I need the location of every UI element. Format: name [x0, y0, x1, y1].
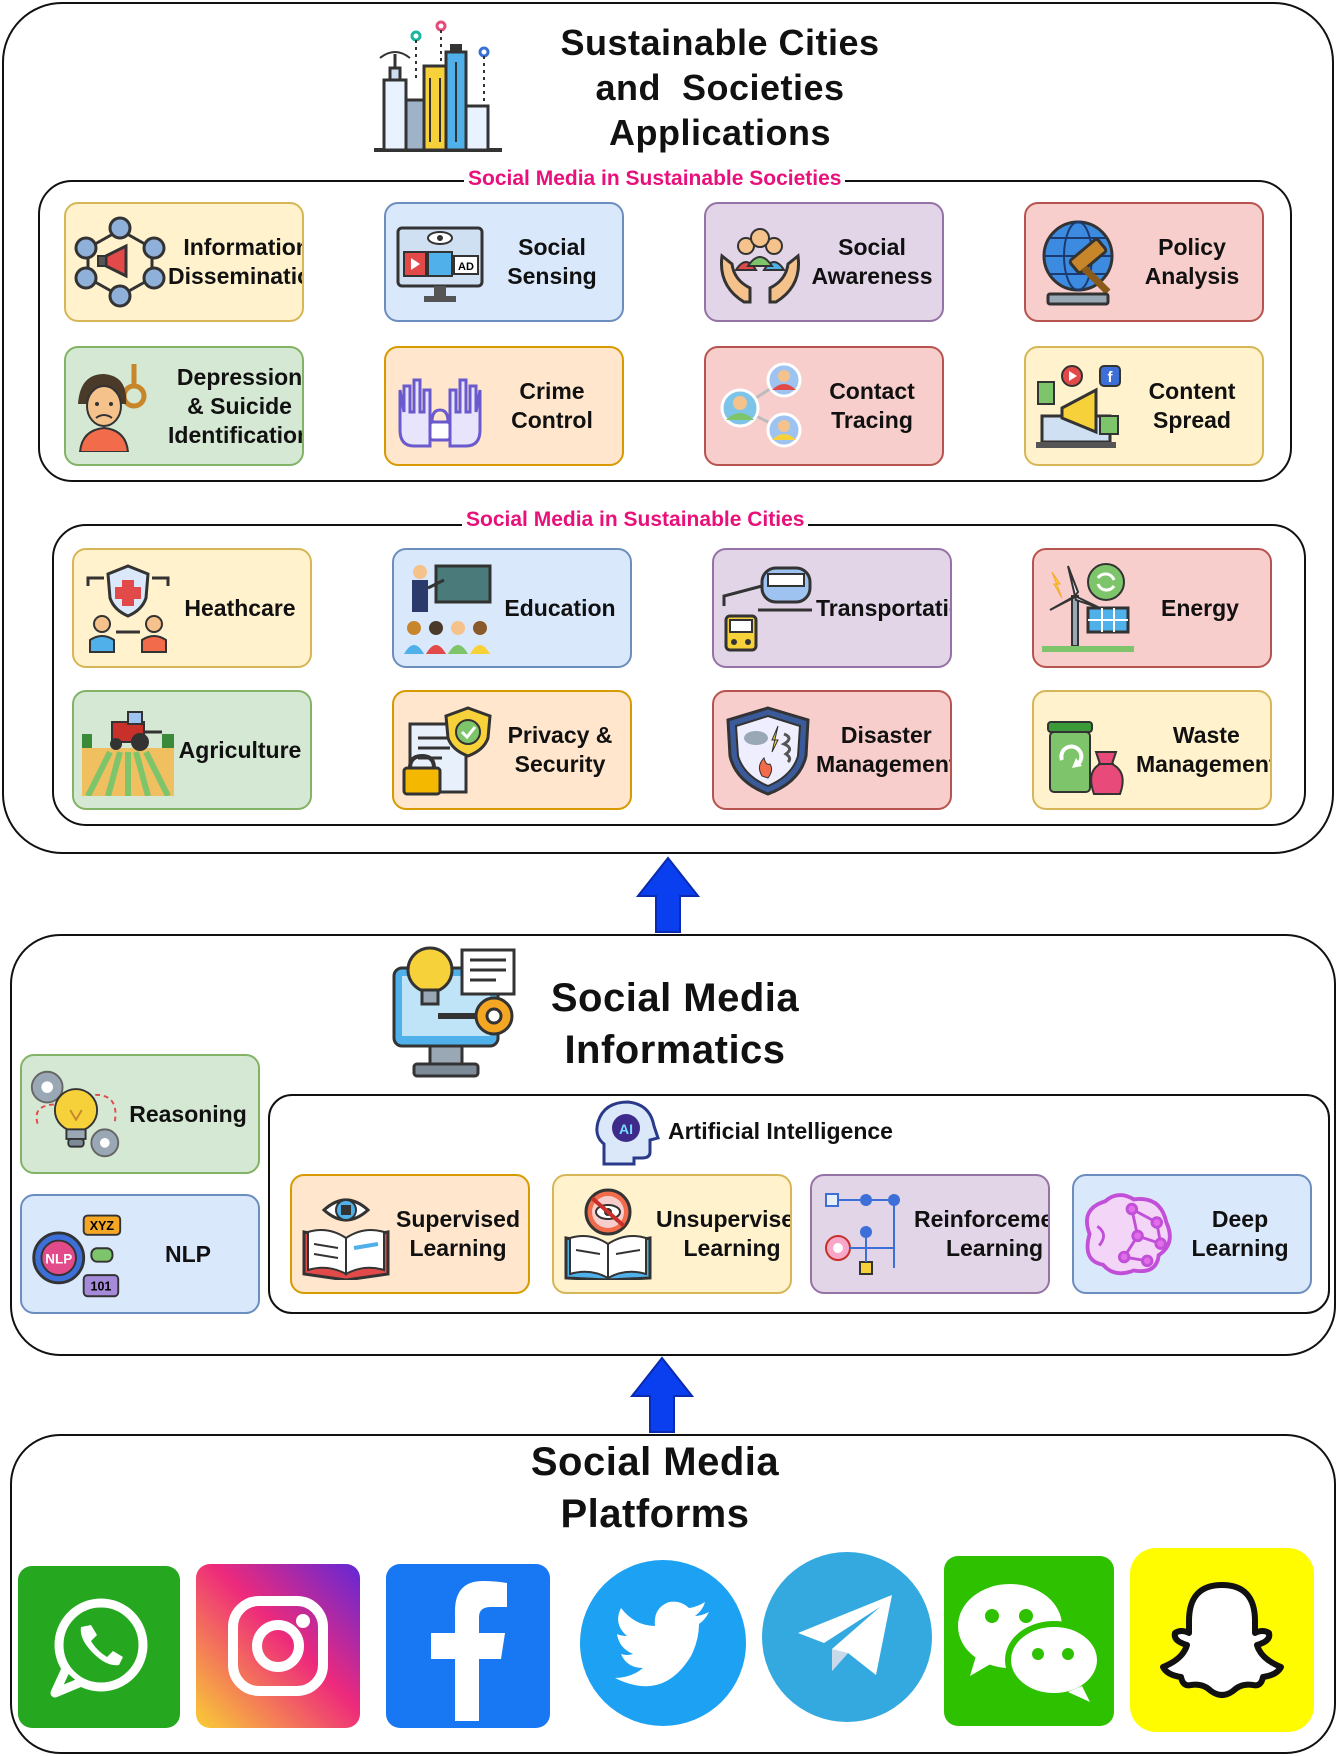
telegram-icon[interactable] [762, 1552, 932, 1722]
applications-title: Sustainable Cities and Societies Applica… [520, 20, 920, 160]
card-label: Depression & Suicide Identification [168, 363, 304, 448]
application-card: Social Awareness [704, 202, 944, 322]
whatsapp-icon[interactable] [18, 1566, 180, 1728]
application-card: Contact Tracing [704, 346, 944, 466]
card-label: NLP [165, 1240, 211, 1267]
network-megaphone-icon [72, 214, 168, 310]
classroom-icon [400, 560, 496, 656]
twitter-icon[interactable] [580, 1560, 746, 1726]
wind-solar-icon [1040, 560, 1136, 656]
card-label: Transportation [816, 594, 950, 621]
snapchat-icon[interactable] [1130, 1548, 1314, 1732]
application-card: Information Dissemination [64, 202, 304, 322]
wechat-icon[interactable] [944, 1556, 1114, 1726]
card-label: Disaster Management [816, 722, 952, 777]
applications-title-line2: and Societies [595, 67, 845, 108]
card-label: Information Dissemination [168, 234, 304, 289]
bulb-gears-icon [28, 1066, 124, 1162]
card-label: Unsupervised Learning [656, 1206, 790, 1261]
book-no-eye-icon [560, 1186, 656, 1282]
societies-group-label: Social Media in Sustainable Societies [464, 167, 846, 191]
card-label: Content Spread [1148, 378, 1236, 433]
application-card: Disaster Management [712, 690, 952, 810]
application-card: Policy Analysis [1024, 202, 1264, 322]
application-card: Reinforcement Learning [810, 1174, 1050, 1294]
nlp-gear-icon: NLP XYZ 101 [28, 1206, 124, 1302]
platforms-title-line2: Platforms [560, 1492, 750, 1536]
card-label: Social Awareness [811, 234, 933, 289]
book-eye-icon [298, 1186, 394, 1282]
platforms-title: Social Media Platforms [480, 1436, 830, 1546]
card-label: Agriculture [178, 736, 302, 763]
document-shield-lock-icon [400, 702, 496, 798]
card-label: Deep Learning [1191, 1206, 1289, 1261]
neural-brain-icon [1080, 1186, 1176, 1282]
card-label: Policy Analysis [1144, 234, 1240, 289]
svg-text:f: f [1108, 369, 1114, 386]
card-label: Contact Tracing [829, 378, 915, 433]
ai-head-icon: AI [590, 1098, 662, 1168]
svg-text:AD: AD [458, 261, 474, 273]
application-card: Education [392, 548, 632, 668]
healthcare-shield-icon [80, 560, 176, 656]
applications-title-line1: Sustainable Cities [560, 22, 880, 63]
recycle-bin-icon [1040, 702, 1136, 798]
svg-text:XYZ: XYZ [90, 1219, 115, 1233]
facebook-icon[interactable] [386, 1564, 550, 1728]
card-label: Privacy & Security [507, 722, 613, 777]
application-card: Agriculture [72, 690, 312, 810]
applications-title-line3: Applications [608, 112, 832, 153]
card-label: Supervised Learning [396, 1206, 520, 1261]
arrow-up-icon [635, 856, 701, 934]
instagram-icon[interactable] [196, 1564, 360, 1728]
ai-group-label: Artificial Intelligence [668, 1118, 893, 1144]
card-label: Reinforcement Learning [914, 1206, 1048, 1261]
informatics-title: Social Media Informatics [530, 972, 820, 1072]
informatics-title-line2: Informatics [564, 1028, 786, 1072]
tractor-field-icon [80, 702, 176, 798]
svg-text:NLP: NLP [45, 1252, 72, 1267]
application-card: Unsupervised Learning [552, 1174, 792, 1294]
monitor-bulb-gear-icon [390, 944, 528, 1084]
card-label: Waste Management [1136, 722, 1272, 777]
svg-text:101: 101 [91, 1279, 112, 1293]
card-label: Heathcare [184, 594, 296, 621]
city-skyline-icon [370, 18, 506, 154]
card-label: Crime Control [511, 378, 593, 433]
monitor-ad-icon: AD [392, 214, 488, 310]
card-label: Energy [1161, 594, 1239, 621]
hands-people-icon [712, 214, 808, 310]
platforms-title-line1: Social Media [530, 1440, 780, 1484]
application-card: Energy [1032, 548, 1272, 668]
application-card: Waste Management [1032, 690, 1272, 810]
application-card: Heathcare [72, 548, 312, 668]
application-card: AD Social Sensing [384, 202, 624, 322]
application-card: Crime Control [384, 346, 624, 466]
informatics-title-line1: Social Media [550, 976, 800, 1020]
contacts-network-icon [712, 358, 808, 454]
application-card: Depression & Suicide Identification [64, 346, 304, 466]
card-label: Education [504, 594, 616, 621]
flowchart-brain-icon [818, 1186, 914, 1282]
application-card: Privacy & Security [392, 690, 632, 810]
card-label: Reasoning [129, 1100, 247, 1127]
application-card: Supervised Learning [290, 1174, 530, 1294]
application-card: Reasoning [20, 1054, 260, 1174]
application-card: NLP XYZ 101 NLP [20, 1194, 260, 1314]
train-bus-icon [720, 560, 816, 656]
cities-group-label: Social Media in Sustainable Cities [462, 508, 809, 532]
laptop-megaphone-icon: f [1032, 358, 1128, 454]
disaster-shield-icon [720, 702, 816, 798]
svg-text:AI: AI [619, 1121, 633, 1137]
application-card: Transportation [712, 548, 952, 668]
sad-person-noose-icon [72, 358, 168, 454]
card-label: Social Sensing [507, 234, 597, 289]
globe-gavel-icon [1032, 214, 1128, 310]
raised-hands-lock-icon [392, 358, 488, 454]
arrow-up-icon [629, 1356, 695, 1434]
application-card: Deep Learning [1072, 1174, 1312, 1294]
